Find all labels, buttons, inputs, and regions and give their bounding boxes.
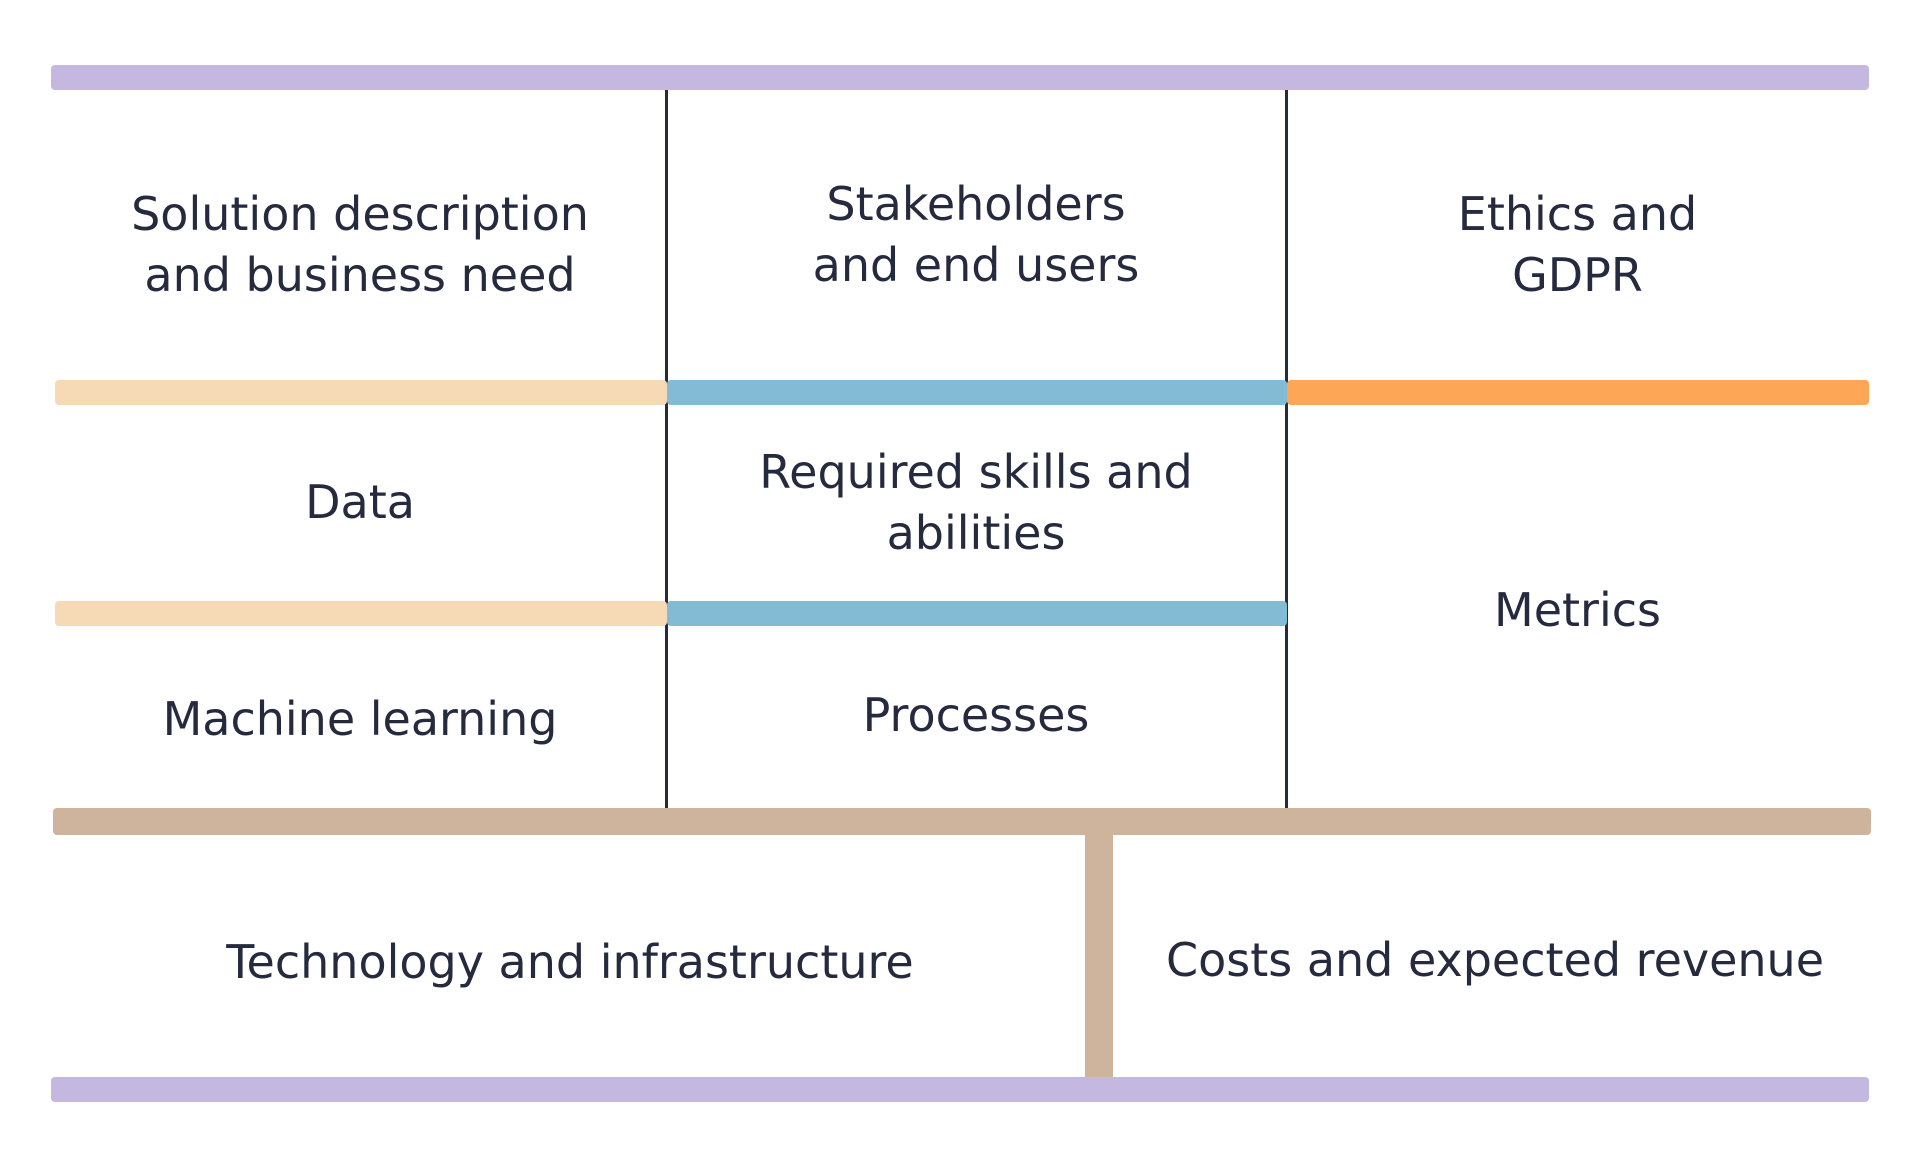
cell-solution-description: Solution description and business need [131, 187, 589, 302]
blue-bar-2 [667, 601, 1287, 626]
tan-bar [53, 808, 1871, 835]
divider-right [1285, 90, 1288, 808]
divider-left [665, 90, 668, 808]
cell-stakeholders: Stakeholders and end users [812, 177, 1140, 292]
peach-bar-1 [55, 380, 667, 405]
cell-technology-infrastructure: Technology and infrastructure [226, 935, 914, 989]
blue-bar-1 [667, 380, 1287, 405]
cell-machine-learning: Machine learning [162, 691, 558, 746]
peach-bar-2 [55, 601, 667, 626]
bottom-border-bar [51, 1077, 1869, 1102]
cell-processes: Processes [862, 687, 1090, 742]
cell-required-skills: Required skills and abilities [759, 444, 1193, 560]
cell-metrics: Metrics [1494, 582, 1661, 637]
top-border-bar [51, 65, 1869, 90]
cell-ethics-gdpr: Ethics and GDPR [1457, 187, 1698, 302]
cell-data: Data [305, 475, 415, 529]
orange-bar [1287, 380, 1869, 405]
tan-stem [1085, 825, 1113, 1080]
cell-costs-revenue: Costs and expected revenue [1165, 932, 1824, 987]
